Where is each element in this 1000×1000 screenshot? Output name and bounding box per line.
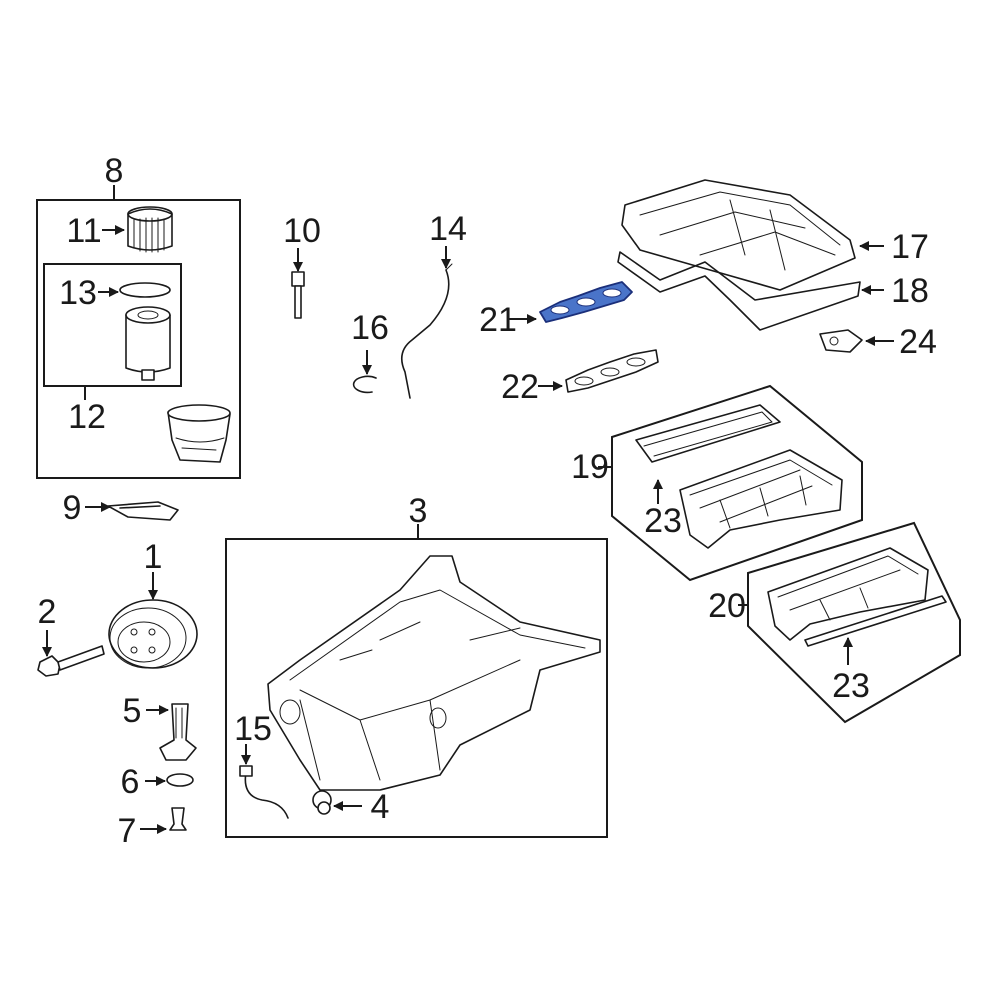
callout-18: 18: [891, 272, 929, 310]
box-3-oil-pan: [225, 538, 608, 838]
pulley-1-part: [108, 599, 198, 669]
bolt-2-part: [37, 645, 105, 677]
callout-23b: 23: [832, 667, 870, 705]
sensor-5-part: [159, 703, 197, 761]
cover-17-part: [617, 179, 861, 331]
snap-ring-16-part: [352, 375, 377, 394]
callout-17: 17: [891, 228, 929, 266]
callout-22: 22: [501, 368, 539, 406]
lower-pan-20-part: [767, 547, 947, 647]
upper-pan-19-part: [635, 404, 843, 549]
box-8-oil-filter-kit: [36, 199, 241, 479]
gasket-21-highlighted-part: [539, 281, 633, 323]
bolt-10-part: [291, 271, 305, 319]
callout-6: 6: [121, 763, 140, 801]
filter-housing-part: [167, 404, 231, 463]
callout-12: 12: [68, 398, 106, 436]
washer-6-part: [166, 773, 194, 787]
o-ring-13-part: [119, 282, 171, 298]
box-20-lower-pan-kit: [747, 521, 961, 724]
bolt-7-part: [169, 807, 187, 831]
callout-13: 13: [59, 274, 97, 312]
callout-23a: 23: [644, 502, 682, 540]
callout-24: 24: [899, 323, 937, 361]
callout-8: 8: [105, 152, 124, 190]
tube-15-part: [244, 771, 289, 819]
callout-5: 5: [123, 692, 142, 730]
drain-plug-4-part: [312, 790, 332, 815]
callout-1: 1: [144, 538, 163, 576]
dipstick-tube-14-part: [400, 269, 450, 399]
callout-16: 16: [351, 309, 389, 347]
callout-11: 11: [66, 212, 101, 250]
filter-element-part: [125, 306, 171, 381]
callout-10: 10: [283, 212, 321, 250]
callout-15: 15: [234, 710, 272, 748]
callout-21: 21: [479, 301, 517, 339]
callout-2: 2: [38, 593, 57, 631]
filter-cap-part: [127, 206, 173, 253]
box-19-upper-pan-kit: [611, 384, 863, 582]
tube-15-fitting: [239, 765, 253, 777]
gasket-9-part: [107, 501, 179, 521]
callout-20: 20: [708, 587, 746, 625]
callout-14: 14: [429, 210, 467, 248]
box-12-filter-element: [43, 263, 182, 387]
oil-pan-3-part: [267, 555, 601, 791]
gasket-22-part: [565, 349, 659, 393]
callout-4: 4: [371, 788, 390, 826]
callout-9: 9: [63, 489, 82, 527]
callout-7: 7: [118, 812, 137, 850]
sensor-24-part: [819, 329, 863, 353]
callout-19: 19: [571, 448, 609, 486]
callout-3: 3: [409, 492, 428, 530]
